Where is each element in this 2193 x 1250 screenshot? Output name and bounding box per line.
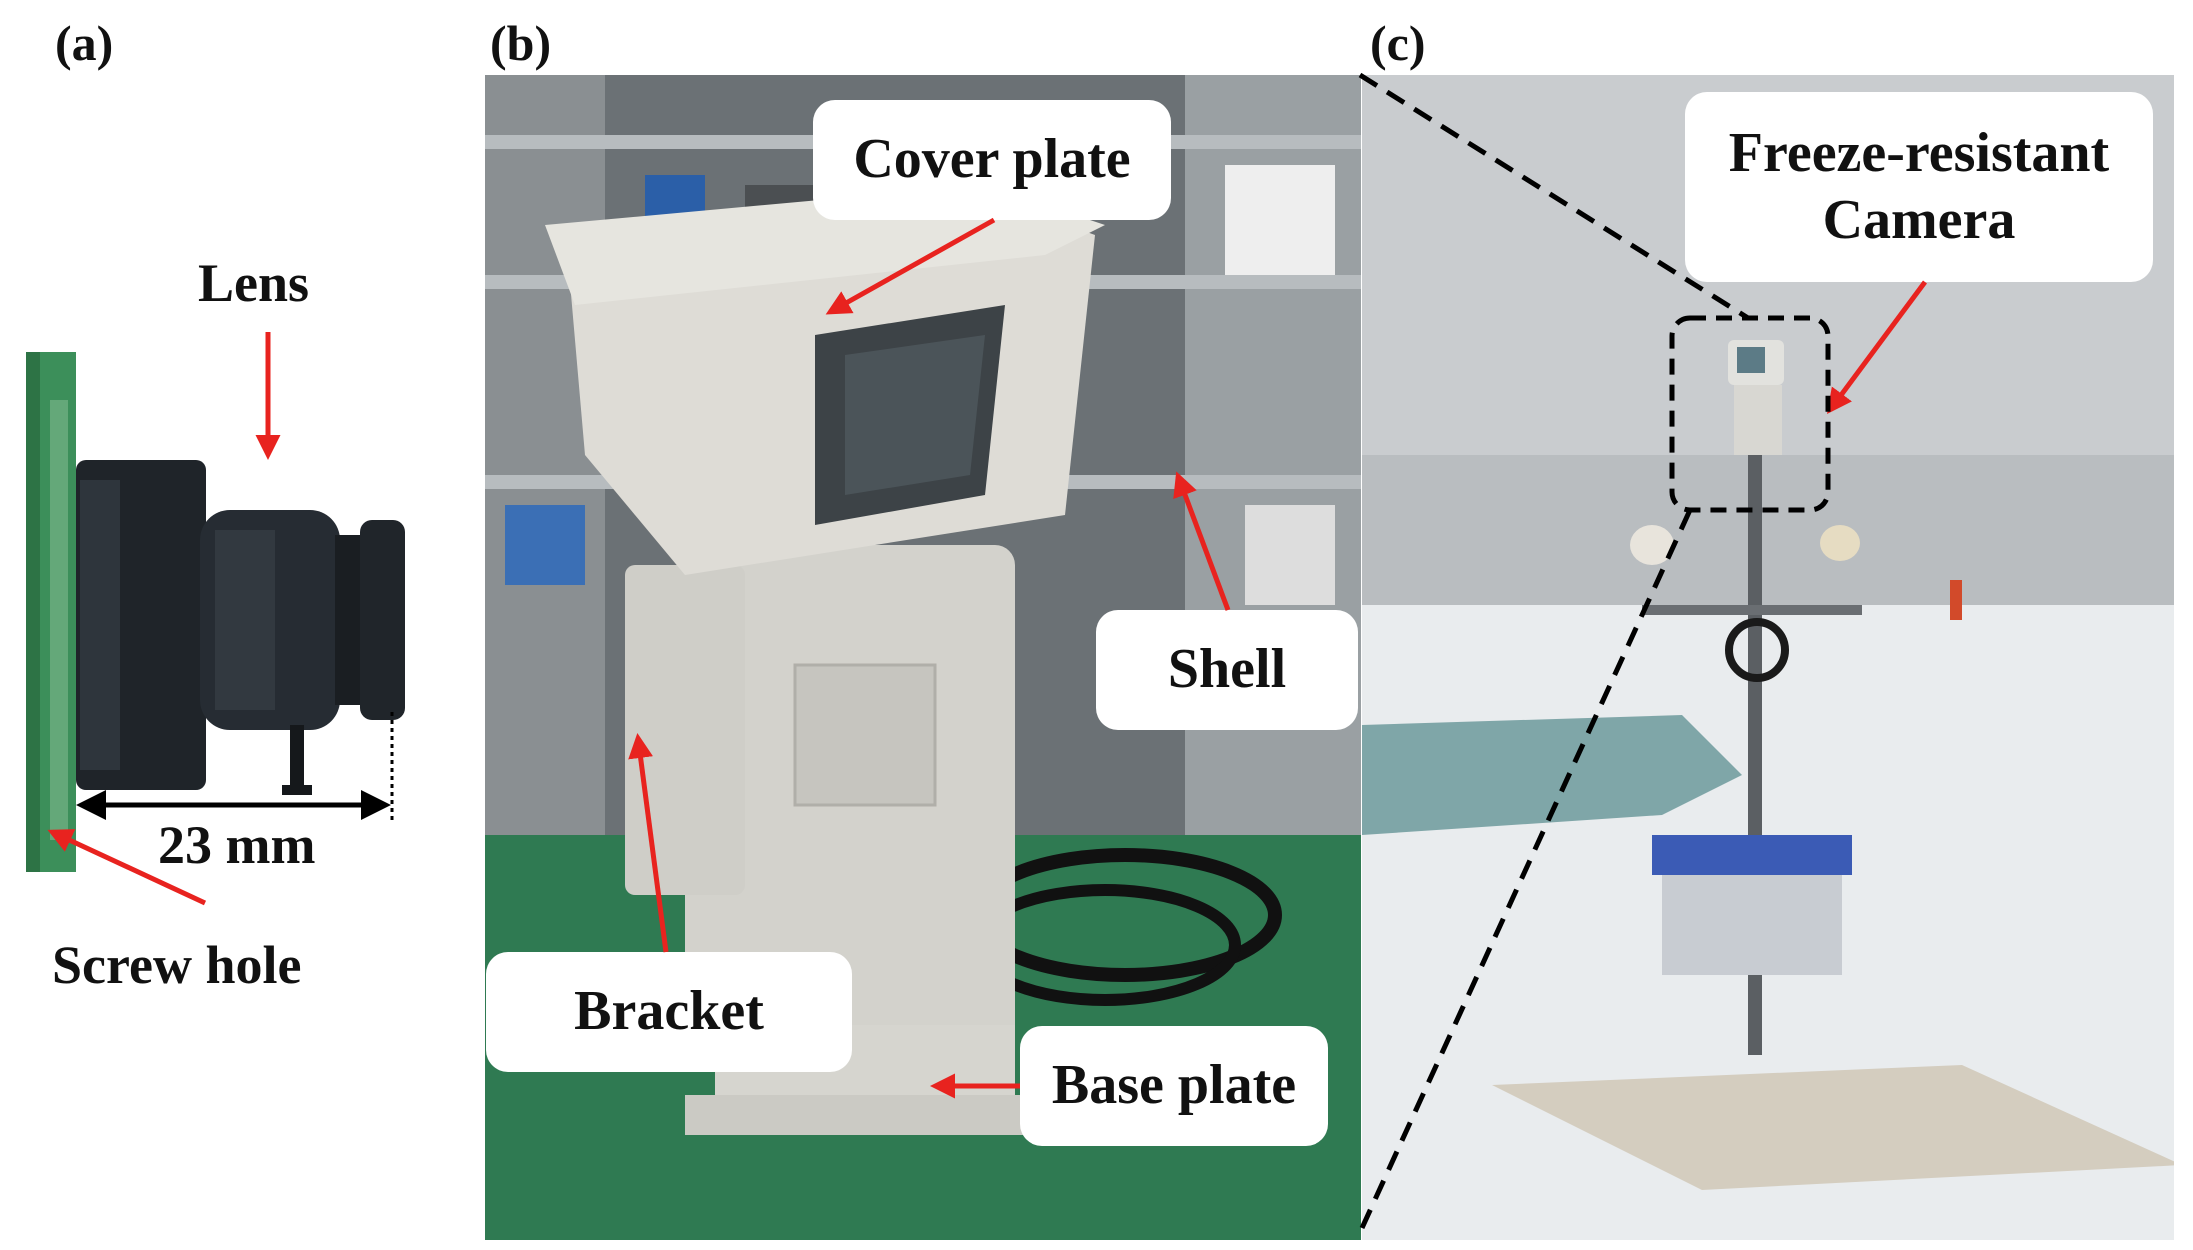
shell-arrow	[1173, 471, 1231, 611]
bracket-callout: Bracket	[486, 952, 852, 1072]
cover-plate-callout: Cover plate	[813, 100, 1171, 220]
zoom-line-top	[1358, 72, 1750, 321]
camera-arrow	[1827, 280, 1928, 415]
lens-label: Lens	[198, 253, 310, 313]
bracket	[625, 565, 745, 895]
panel-a-photo-module	[20, 340, 420, 880]
camera-label-line1: Freeze-resistant	[1728, 121, 2110, 184]
gps-antenna-left	[1630, 525, 1674, 565]
melt-pond	[1362, 715, 1742, 835]
panel-a-label: (a)	[55, 15, 114, 71]
camera-module-illustration	[26, 352, 405, 872]
screw	[290, 725, 304, 795]
shell-callout: Shell	[1096, 610, 1358, 730]
cross-arm	[1642, 605, 1862, 615]
camera-highlight-box	[1669, 315, 1831, 513]
zoom-line-bottom	[1359, 508, 1693, 1230]
dimension-label: 23 mm	[158, 815, 316, 875]
screw-hole-arrow	[47, 829, 207, 906]
base-plate-callout: Base plate	[1020, 1026, 1328, 1146]
panel-b-photo-housing	[485, 75, 1361, 1240]
cover-plate-label: Cover plate	[853, 128, 1131, 191]
cable-loop	[1725, 618, 1789, 682]
panel-c-label: (c)	[1370, 15, 1426, 71]
housing-scene-illustration	[485, 75, 1361, 1240]
cover-plate-arrow	[825, 217, 996, 315]
camera-callout: Freeze-resistant Camera	[1685, 92, 2153, 282]
base-plate-label: Base plate	[1051, 1054, 1297, 1117]
person-in-distance	[1950, 580, 1962, 620]
bracket-arrow	[628, 733, 669, 953]
screw-hole-label: Screw hole	[52, 935, 302, 995]
shell-label: Shell	[1167, 638, 1287, 701]
bracket-label: Bracket	[574, 980, 764, 1043]
ground-sheet	[1492, 1065, 2174, 1190]
camera-label-line2: Camera	[1822, 189, 2016, 251]
panel-b-label: (b)	[490, 15, 552, 71]
gps-antenna-right	[1820, 525, 1860, 561]
solar-panel-box	[1652, 835, 1852, 875]
